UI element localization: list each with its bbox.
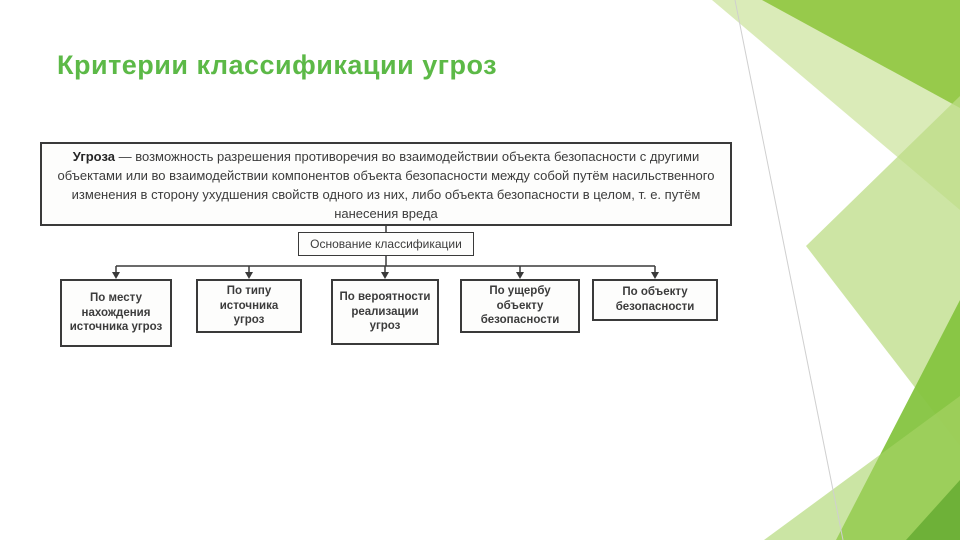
deco-triangle-top-light (712, 0, 960, 210)
deco-triangle-top-corner (762, 0, 960, 108)
definition-term: Угроза (72, 149, 115, 164)
branch-box-security-object: По объекту безопасности (592, 279, 718, 321)
definition-box: Угроза — возможность разрешения противор… (40, 142, 732, 226)
deco-triangle-mid (806, 96, 960, 446)
threat-classification-diagram: Угроза — возможность разрешения противор… (40, 142, 740, 360)
classification-basis-box: Основание классификации (298, 232, 474, 256)
deco-triangle-bottom-dark (906, 480, 960, 540)
arrowheads (112, 272, 659, 279)
deco-thin-diagonal-line (734, 0, 844, 540)
connector-lines (112, 226, 659, 279)
slide-title: Критерии классификации угроз (57, 50, 498, 80)
branch-box-realization-probability: По вероятности реализации угроз (331, 279, 439, 345)
deco-triangle-bottom-bright (836, 300, 960, 540)
branch-box-source-location: По месту нахождения источника угроз (60, 279, 172, 347)
branch-box-source-type: По типу источника угроз (196, 279, 302, 333)
definition-text: — возможность разрешения противоречия во… (57, 149, 715, 221)
branch-box-damage-to-object: По ущербу объекту безопасности (460, 279, 580, 333)
deco-triangle-bottom-light (764, 396, 960, 540)
